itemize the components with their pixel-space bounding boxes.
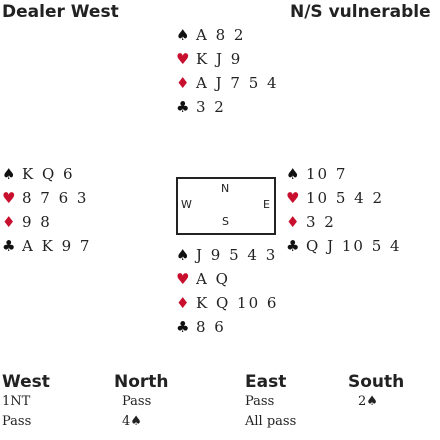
spade-icon: ♠ [176,246,190,264]
north-clubs: 3 2 [196,98,226,116]
south-diamonds: K Q 10 6 [196,294,279,312]
south-diamonds-row: ♦ K Q 10 6 [176,291,278,315]
spade-icon: ♠ [176,26,190,44]
east-spades: 10 7 [306,165,348,183]
compass-south: S [222,215,229,228]
auction-col-west: West 1NT Pass [2,372,50,432]
auction-header-east: East [245,372,287,392]
heart-icon: ♥ [2,189,16,207]
west-spades: K Q 6 [22,165,75,183]
club-icon: ♣ [286,237,300,255]
compass-box: N W E S [176,177,276,235]
heart-icon: ♥ [176,270,190,288]
west-clubs-row: ♣ A K 9 7 [2,234,91,258]
south-hand: ♠ J 9 5 4 3 ♥ A Q ♦ K Q 10 6 ♣ 8 6 [176,243,278,339]
auction-bid: Pass [2,414,32,429]
west-diamonds: 9 8 [22,213,52,231]
club-icon: ♣ [2,237,16,255]
north-spades: A 8 2 [196,26,246,44]
auction-header-south: South [348,372,405,392]
north-diamonds-row: ♦ A J 7 5 4 [176,71,279,95]
spade-icon: ♠ [2,165,16,183]
vulnerability-label: N/S vulnerable [290,2,431,22]
auction-col-east: East Pass All pass [245,372,296,432]
east-diamonds-row: ♦ 3 2 [286,210,402,234]
auction-bid: 4♠ [122,414,142,429]
diamond-icon: ♦ [286,213,300,231]
compass-north: N [221,182,230,195]
east-diamonds: 3 2 [306,213,336,231]
west-diamonds-row: ♦ 9 8 [2,210,91,234]
auction-col-north: North Pass 4♠ [114,372,169,432]
east-hand: ♠ 10 7 ♥ 10 5 4 2 ♦ 3 2 ♣ Q J 10 5 4 [286,162,402,258]
west-hand: ♠ K Q 6 ♥ 8 7 6 3 ♦ 9 8 ♣ A K 9 7 [2,162,91,258]
east-spades-row: ♠ 10 7 [286,162,402,186]
west-hearts-row: ♥ 8 7 6 3 [2,186,91,210]
east-clubs: Q J 10 5 4 [306,237,402,255]
east-hearts-row: ♥ 10 5 4 2 [286,186,402,210]
diamond-icon: ♦ [2,213,16,231]
compass-west: W [181,198,192,211]
auction-bid [348,412,404,432]
diamond-icon: ♦ [176,294,190,312]
north-hearts: K J 9 [196,50,243,68]
south-clubs-row: ♣ 8 6 [176,315,278,339]
south-spades-row: ♠ J 9 5 4 3 [176,243,278,267]
spade-icon: ♠ [286,165,300,183]
south-hearts: A Q [196,270,230,288]
east-hearts: 10 5 4 2 [306,189,385,207]
diamond-icon: ♦ [176,74,190,92]
south-spades: J 9 5 4 3 [196,246,278,264]
compass-east: E [263,198,270,211]
auction-bid: All pass [245,414,297,429]
dealer-label: Dealer West [2,2,119,22]
club-icon: ♣ [176,318,190,336]
auction-bid: 2♠ [358,394,378,409]
auction-header-north: North [114,372,169,392]
heart-icon: ♥ [176,50,190,68]
north-hand: ♠ A 8 2 ♥ K J 9 ♦ A J 7 5 4 ♣ 3 2 [176,23,279,119]
south-hearts-row: ♥ A Q [176,267,278,291]
north-spades-row: ♠ A 8 2 [176,23,279,47]
west-clubs: A K 9 7 [22,237,92,255]
auction-header-west: West [2,372,50,392]
west-spades-row: ♠ K Q 6 [2,162,91,186]
club-icon: ♣ [176,98,190,116]
west-hearts: 8 7 6 3 [22,189,89,207]
auction-bid: 1NT [2,394,31,409]
heart-icon: ♥ [286,189,300,207]
auction-col-south: South 2♠ [348,372,404,432]
north-diamonds: A J 7 5 4 [196,74,279,92]
north-clubs-row: ♣ 3 2 [176,95,279,119]
auction-bid: Pass [245,394,275,409]
south-clubs: 8 6 [196,318,226,336]
auction-bid: Pass [122,394,152,409]
east-clubs-row: ♣ Q J 10 5 4 [286,234,402,258]
north-hearts-row: ♥ K J 9 [176,47,279,71]
